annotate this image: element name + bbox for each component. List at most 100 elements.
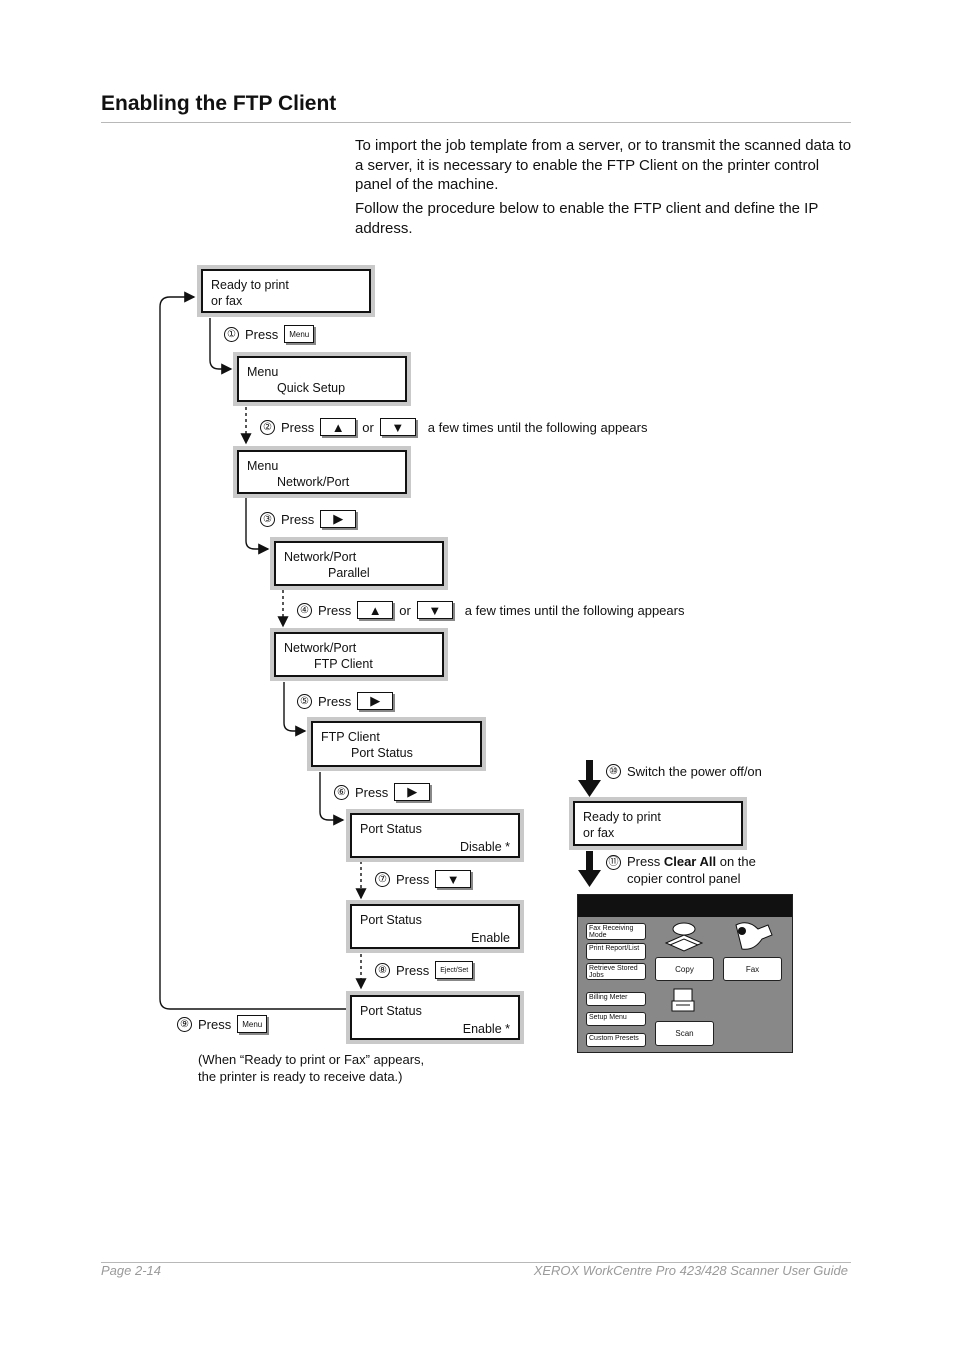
step-11: ⑪ Press Clear All on the copier control … xyxy=(606,853,756,887)
press-label: Press xyxy=(396,962,430,978)
scan-button[interactable]: Scan xyxy=(655,1021,714,1046)
screen-ready-to-print: Ready to print or fax xyxy=(201,269,371,313)
copier-panel-label: copier control panel xyxy=(627,871,741,886)
step-9: ⑨ Press Menu xyxy=(177,1015,268,1033)
guide-title: XEROX WorkCentre Pro 423/428 Scanner Use… xyxy=(533,1263,848,1278)
right-arrow-key[interactable]: ▶ xyxy=(394,783,431,801)
until-label: a few times until the following appears xyxy=(427,419,648,435)
print-report-list-button[interactable]: Print Report/List xyxy=(586,943,646,960)
screen-line-1: Network/Port xyxy=(284,550,357,564)
step-number: ④ xyxy=(297,602,312,618)
intro-paragraph-2: Follow the procedure below to enable the… xyxy=(355,200,819,237)
menu-key[interactable]: Menu xyxy=(284,325,315,343)
down-arrow-key[interactable]: ▼ xyxy=(435,870,472,888)
copier-control-panel: Fax Receiving Mode Print Report/List Ret… xyxy=(577,894,793,1053)
step-number: ⑦ xyxy=(375,871,390,887)
up-arrow-key[interactable]: ▲ xyxy=(320,418,357,436)
step-1: ① Press Menu xyxy=(224,325,315,343)
copy-icon xyxy=(664,922,704,952)
clear-all-instruction: Press Clear All on the copier control pa… xyxy=(627,853,756,887)
press-label: Press xyxy=(355,784,389,800)
press-label: Press xyxy=(281,511,315,527)
press-label: Press xyxy=(281,419,315,435)
retrieve-stored-jobs-button[interactable]: Retrieve Stored Jobs xyxy=(586,963,646,980)
press-label: Press xyxy=(245,326,279,342)
right-arrow-key[interactable]: ▶ xyxy=(357,692,394,710)
down-arrow-key[interactable]: ▼ xyxy=(416,601,453,619)
footer-divider xyxy=(101,1262,851,1263)
screen-line-2: Quick Setup xyxy=(277,381,346,395)
step-6: ⑥ Press ▶ xyxy=(334,783,431,801)
screen-network-port-parallel: Network/Port Parallel xyxy=(274,541,444,586)
press-label: Press xyxy=(396,871,430,887)
fax-icon xyxy=(735,922,773,950)
step-10: ⑩ Switch the power off/on xyxy=(606,764,762,779)
billing-meter-button[interactable]: Billing Meter xyxy=(586,992,646,1006)
press-label: Press xyxy=(198,1016,232,1032)
custom-presets-button[interactable]: Custom Presets xyxy=(586,1033,646,1047)
setup-menu-button[interactable]: Setup Menu xyxy=(586,1012,646,1026)
eject-set-key[interactable]: Eject/Set xyxy=(435,961,474,979)
step-number: ③ xyxy=(260,511,275,527)
menu-key[interactable]: Menu xyxy=(237,1015,268,1033)
screen-ready-to-print-after-restart: Ready to print or fax xyxy=(573,801,743,846)
intro-paragraph-1: To import the job template from a server… xyxy=(355,137,852,193)
step-number: ① xyxy=(224,326,239,342)
step-5: ⑤ Press ▶ xyxy=(297,692,394,710)
panel-header-bar xyxy=(578,895,792,917)
ready-note: (When “Ready to print or Fax” appears, t… xyxy=(198,1051,424,1085)
screen-line-1: Network/Port xyxy=(284,641,357,655)
screen-line-1: Port Status xyxy=(360,1004,422,1018)
screen-menu-quick-setup: Menu Quick Setup xyxy=(237,356,407,402)
screen-port-status-disable: Port Status Disable * xyxy=(350,813,520,858)
step-3: ③ Press ▶ xyxy=(260,510,357,528)
screen-line-2: Enable xyxy=(471,931,510,945)
step-number: ② xyxy=(260,419,275,435)
screen-line-2: Parallel xyxy=(328,566,370,580)
fax-button[interactable]: Fax xyxy=(723,957,782,981)
screen-line-1: Menu xyxy=(247,365,279,379)
screen-line-1: Ready to print xyxy=(583,810,661,824)
screen-network-port-ftp-client: Network/Port FTP Client xyxy=(274,632,444,677)
step-4: ④ Press ▲ or ▼ a few times until the fol… xyxy=(297,601,684,619)
note-line-1: (When “Ready to print or Fax” appears, xyxy=(198,1052,425,1067)
press-label: Press xyxy=(627,854,664,869)
right-arrow-key[interactable]: ▶ xyxy=(320,510,357,528)
press-label: Press xyxy=(318,602,352,618)
page-number: Page 2-14 xyxy=(101,1263,161,1278)
screen-line-1: Menu xyxy=(247,459,279,473)
fax-receiving-mode-button[interactable]: Fax Receiving Mode xyxy=(586,923,646,940)
screen-line-1: Ready to print xyxy=(211,278,289,292)
until-label: a few times until the following appears xyxy=(464,602,685,618)
screen-line-1: Port Status xyxy=(360,822,422,836)
press-label: Press xyxy=(318,693,352,709)
on-the-label: on the xyxy=(716,854,756,869)
note-line-2: the printer is ready to receive data.) xyxy=(198,1069,403,1084)
step-7: ⑦ Press ▼ xyxy=(375,870,472,888)
screen-line-2: Enable * xyxy=(462,1022,510,1036)
or-label: or xyxy=(399,602,411,618)
step-number: ⑤ xyxy=(297,693,312,709)
screen-menu-network-port: Menu Network/Port xyxy=(237,450,407,494)
screen-line-2: or fax xyxy=(211,294,243,308)
clear-all-label: Clear All xyxy=(663,854,717,869)
scanner-icon xyxy=(671,988,695,1012)
screen-line-1: Port Status xyxy=(360,913,422,927)
screen-line-2: Port Status xyxy=(351,746,413,760)
screen-line-2: Disable * xyxy=(459,840,510,854)
screen-line-2: FTP Client xyxy=(314,657,373,671)
screen-line-2: Network/Port xyxy=(277,475,350,489)
up-arrow-key[interactable]: ▲ xyxy=(357,601,394,619)
step-number: ⑥ xyxy=(334,784,349,800)
step-number: ⑧ xyxy=(375,962,390,978)
screen-port-status-enable-set: Port Status Enable * xyxy=(350,995,520,1040)
step-8: ⑧ Press Eject/Set xyxy=(375,961,474,979)
down-arrow-key[interactable]: ▼ xyxy=(379,418,416,436)
step-number: ⑪ xyxy=(606,855,621,870)
switch-power-label: Switch the power off/on xyxy=(627,764,762,779)
screen-port-status-enable: Port Status Enable xyxy=(350,904,520,949)
copy-button[interactable]: Copy xyxy=(655,957,714,981)
screen-line-2: or fax xyxy=(583,826,615,840)
screen-ftp-client-port-status: FTP Client Port Status xyxy=(311,721,482,767)
